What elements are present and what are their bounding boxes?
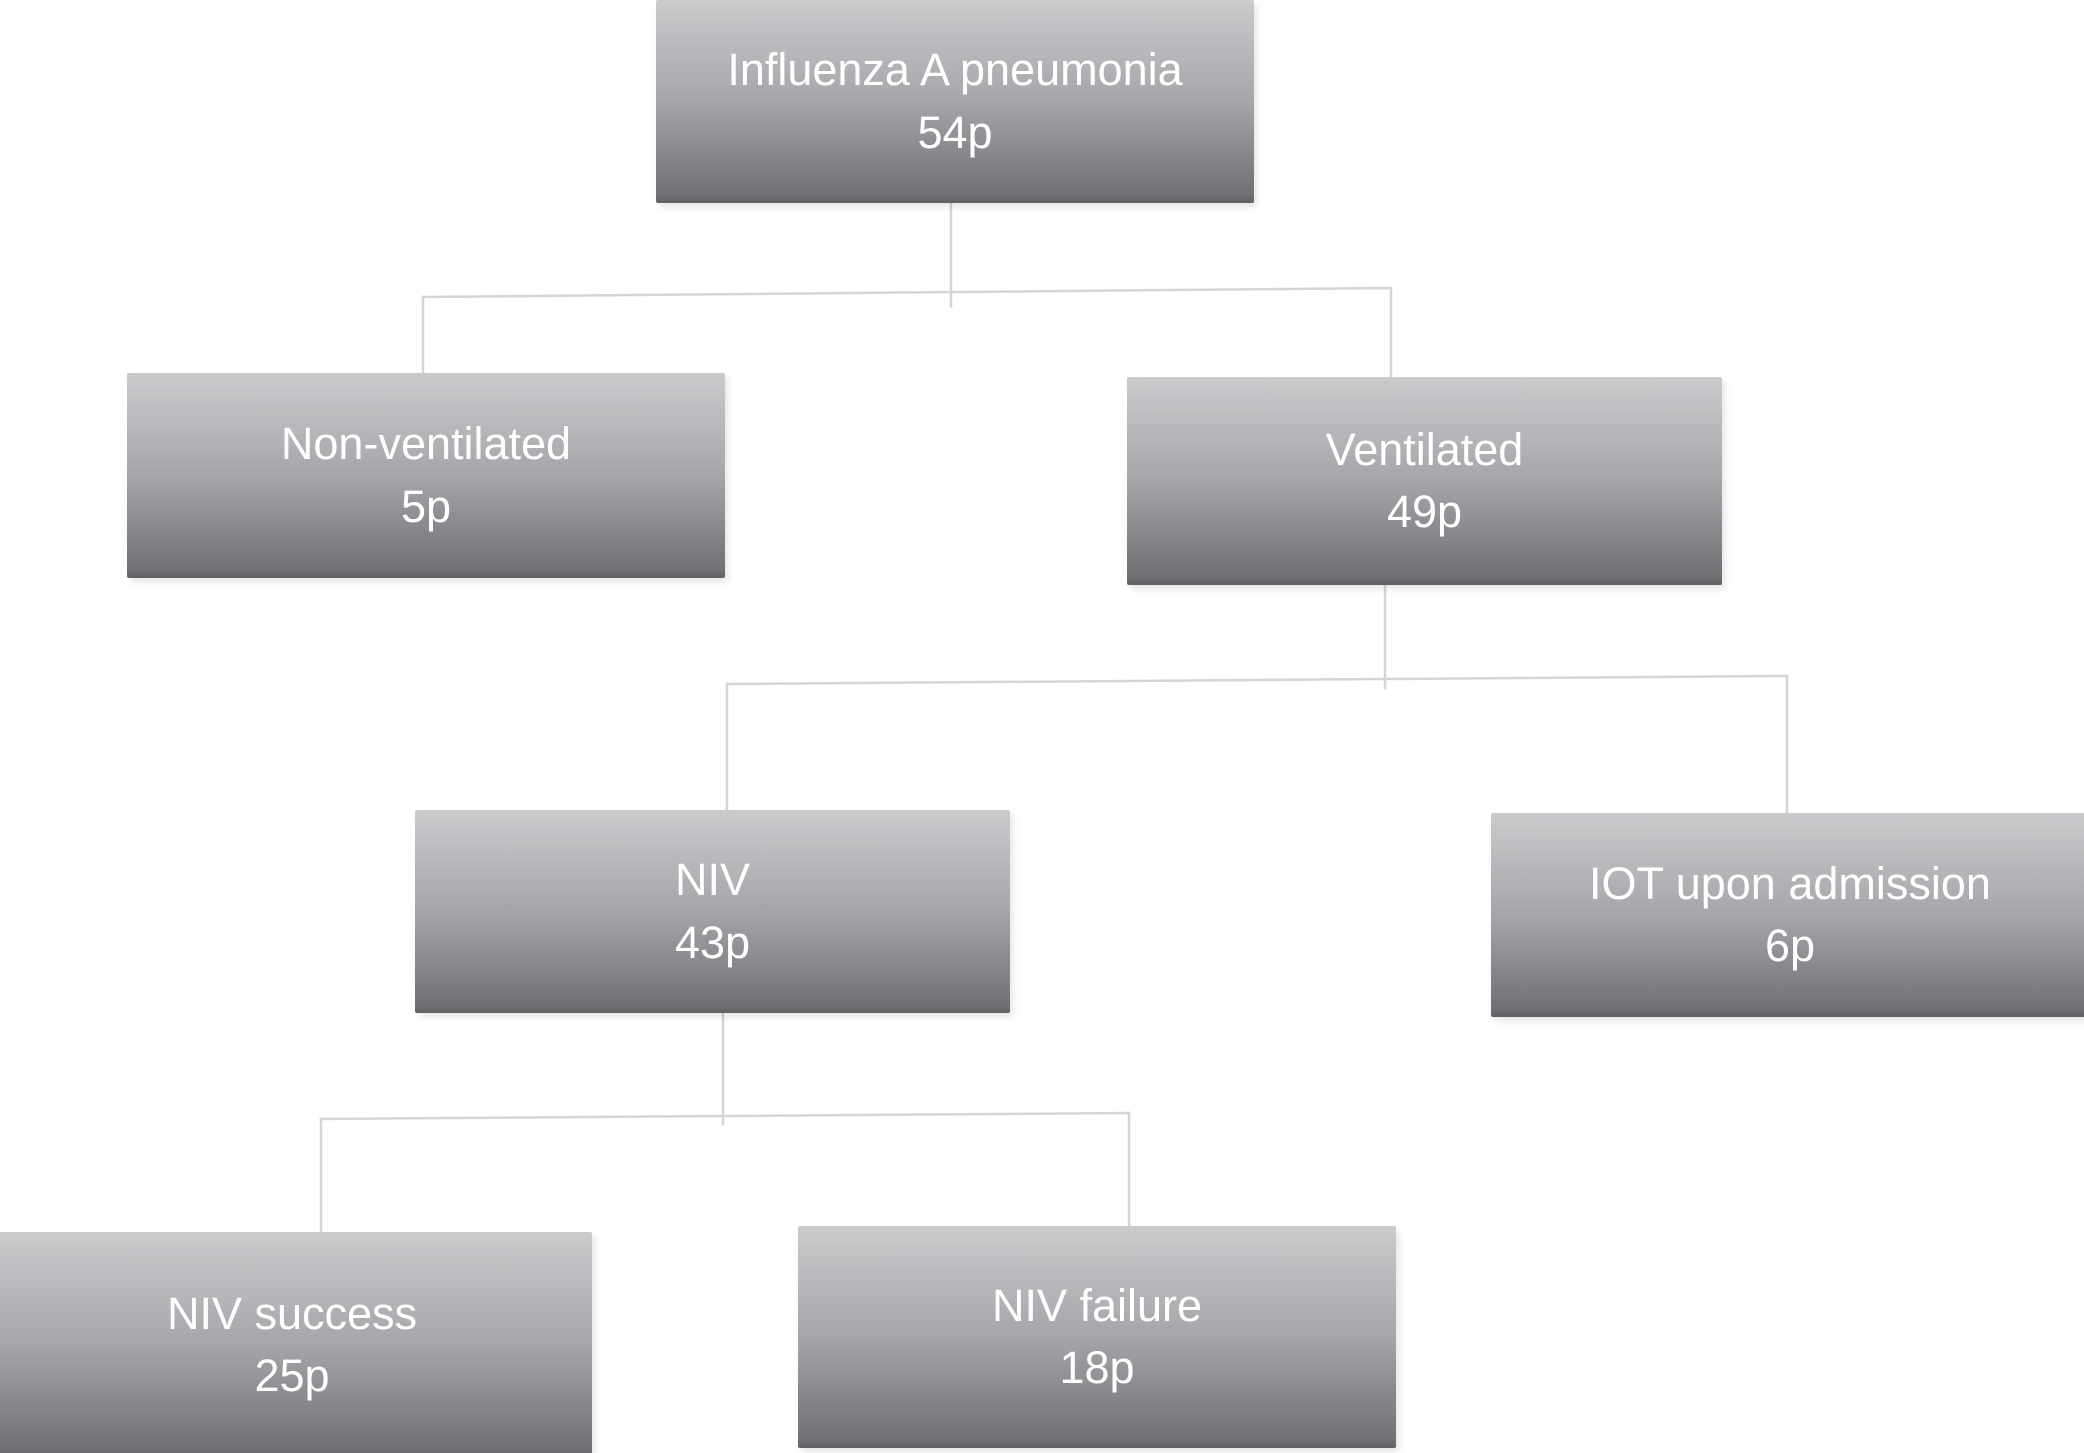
node-count: 6p bbox=[1764, 920, 1816, 971]
node-count: 54p bbox=[917, 106, 993, 158]
node-iot-upon-admission: IOT upon admission 6p bbox=[1491, 813, 2084, 1017]
node-label: Non-ventilated bbox=[280, 418, 572, 470]
node-label: IOT upon admission bbox=[1589, 857, 1991, 909]
node-count: 25p bbox=[254, 1350, 330, 1401]
edge-root-rail bbox=[421, 286, 1393, 299]
node-label: NIV bbox=[674, 854, 750, 906]
node-label: Ventilated bbox=[1325, 423, 1524, 475]
node-label: Influenza A pneumonia bbox=[727, 44, 1183, 96]
node-niv: NIV 43p bbox=[415, 810, 1010, 1013]
node-count: 18p bbox=[1059, 1342, 1135, 1393]
node-non-ventilated: Non-ventilated 5p bbox=[127, 373, 725, 578]
node-label: NIV success bbox=[166, 1287, 418, 1339]
edge-ventilated-rail bbox=[725, 674, 1789, 686]
node-niv-failure: NIV failure 18p bbox=[798, 1226, 1396, 1448]
node-influenza-a-pneumonia: Influenza A pneumonia 54p bbox=[656, 0, 1254, 203]
node-count: 43p bbox=[674, 916, 751, 968]
node-count: 5p bbox=[400, 480, 452, 532]
node-label: NIV failure bbox=[991, 1279, 1203, 1331]
node-ventilated: Ventilated 49p bbox=[1127, 377, 1722, 585]
edge-niv-rail bbox=[319, 1111, 1131, 1121]
node-count: 49p bbox=[1386, 486, 1463, 537]
node-niv-success: NIV success 25p bbox=[0, 1232, 592, 1453]
